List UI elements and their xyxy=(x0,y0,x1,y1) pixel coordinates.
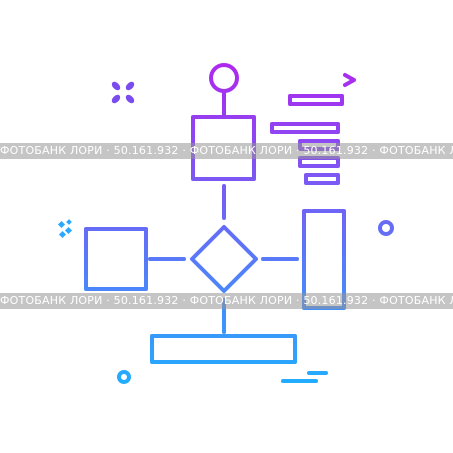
decor-circle-icon xyxy=(378,220,394,236)
watermark-strip: ФОТОБАНК ЛОРИ · 50.161.932 · ФОТОБАНК ЛО… xyxy=(0,143,453,159)
chevron-right-icon xyxy=(343,73,356,87)
process-box-left xyxy=(84,227,148,291)
decor-circle-icon xyxy=(117,370,131,384)
text-line xyxy=(304,173,340,185)
text-line xyxy=(288,94,344,106)
watermark-strip: ФОТОБАНК ЛОРИ · 50.161.932 · ФОТОБАНК ЛО… xyxy=(0,293,453,309)
terminal-bar xyxy=(150,334,297,364)
sparkle-diamonds-icon xyxy=(57,219,73,239)
decision-diamond xyxy=(190,225,258,293)
start-node-icon xyxy=(209,63,239,93)
sparkle-icon xyxy=(111,81,135,104)
text-line xyxy=(298,156,340,168)
text-line xyxy=(270,122,340,134)
